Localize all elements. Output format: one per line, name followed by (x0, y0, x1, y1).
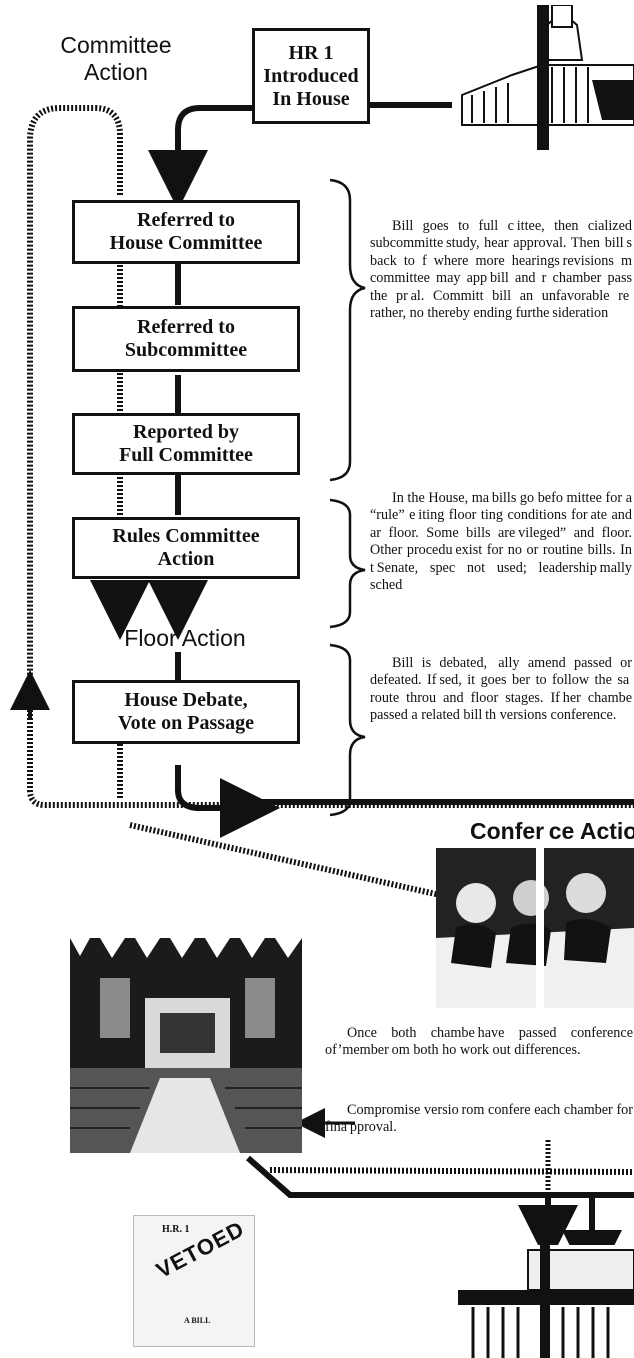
rules-paragraph: In the House, ma bills go befo mittee fo… (370, 490, 632, 594)
conference-action-heading: Confer ce Actio (470, 818, 634, 844)
rules-brace (329, 498, 366, 629)
floor-action-heading: Floor Action (124, 625, 246, 651)
house-debate-box: House Debate, Vote on Passage (72, 680, 300, 744)
white-house-icon (458, 1245, 634, 1358)
rules-committee-box: Rules Committee Action (72, 517, 300, 579)
house-committee-box: Referred to House Committee (72, 200, 300, 264)
committee-brace (329, 178, 366, 482)
committee-action-heading: Committee Action (60, 32, 172, 85)
vetoed-bill-footer: A BILL (184, 1316, 211, 1325)
committee-paragraph: Bill goes to full c ittee, then cialized… (370, 218, 632, 322)
vetoed-bill-icon: H.R. 1 VETOED A BILL (133, 1215, 255, 1347)
debate-paragraph: Bill is debated, ally amend passed or de… (370, 655, 632, 724)
debate-brace (329, 643, 366, 817)
full-committee-box: Reported by Full Committee (72, 413, 300, 475)
vetoed-bill-title: H.R. 1 (162, 1224, 190, 1235)
house-chamber-photo (70, 938, 302, 1153)
capitol-icon (452, 5, 634, 150)
subcommittee-box: Referred to Subcommittee (72, 306, 300, 372)
conference-passed-paragraph: Once both chambe have passed conference … (325, 1025, 633, 1059)
conference-photo (436, 848, 634, 1008)
senate-path-dotted (27, 105, 123, 690)
compromise-paragraph: Compromise versio rom confere each chamb… (325, 1102, 633, 1136)
hr1-introduced-box: HR 1 Introduced In House (252, 28, 370, 124)
